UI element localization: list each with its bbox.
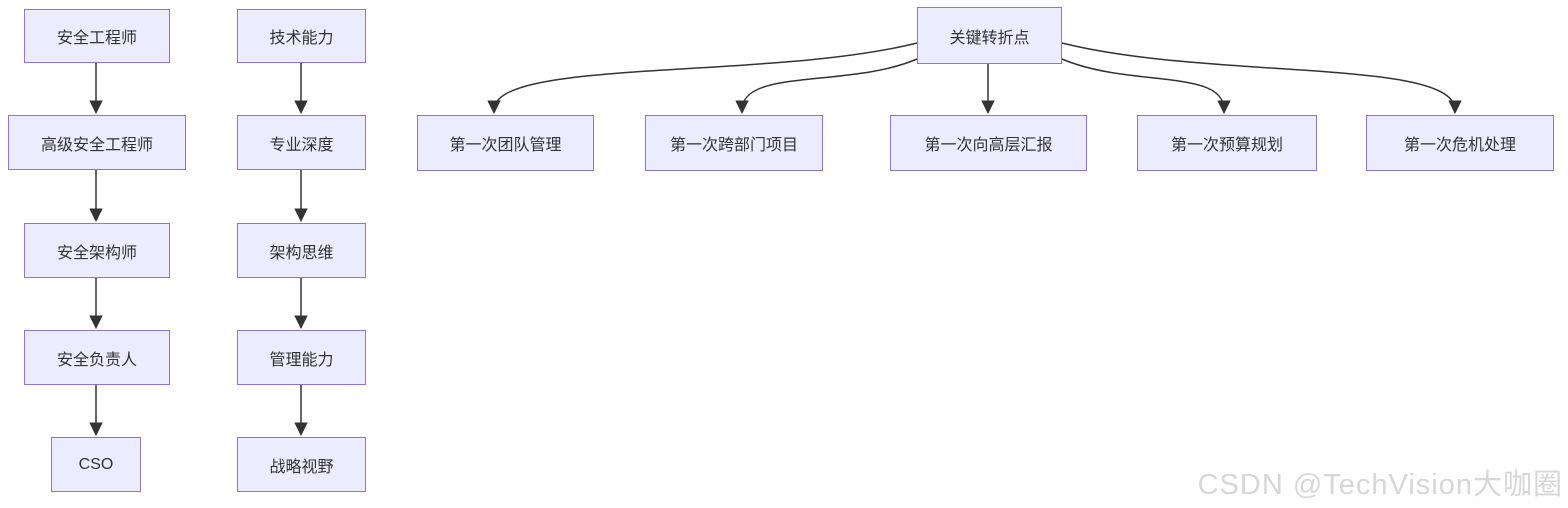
edge-turning-crisis-handling [1061, 42, 1462, 115]
node-key-turning-point: 关键转折点 [917, 7, 1062, 64]
watermark-text: CSDN @TechVision大咖圈 [1197, 469, 1563, 501]
node-management-ability: 管理能力 [237, 330, 366, 385]
node-professional-depth: 专业深度 [237, 115, 366, 170]
node-architecture-thinking: 架构思维 [237, 223, 366, 278]
node-first-executive-report: 第一次向高层汇报 [890, 115, 1087, 171]
node-security-architect: 安全架构师 [24, 223, 170, 278]
edge-turning-budget-planning [1061, 58, 1231, 115]
edge-turning-team-management [487, 42, 918, 115]
edge-turning-cross-department [735, 58, 918, 115]
node-security-engineer: 安全工程师 [24, 9, 170, 63]
node-first-budget-planning: 第一次预算规划 [1137, 115, 1317, 171]
node-strategic-vision: 战略视野 [237, 437, 366, 492]
node-first-cross-department-project: 第一次跨部门项目 [645, 115, 823, 171]
node-senior-security-engineer: 高级安全工程师 [8, 115, 186, 170]
node-first-crisis-handling: 第一次危机处理 [1366, 115, 1554, 171]
node-technical-ability: 技术能力 [237, 9, 366, 63]
node-cso: CSO [51, 437, 141, 492]
node-security-lead: 安全负责人 [24, 330, 170, 385]
node-first-team-management: 第一次团队管理 [417, 115, 594, 171]
